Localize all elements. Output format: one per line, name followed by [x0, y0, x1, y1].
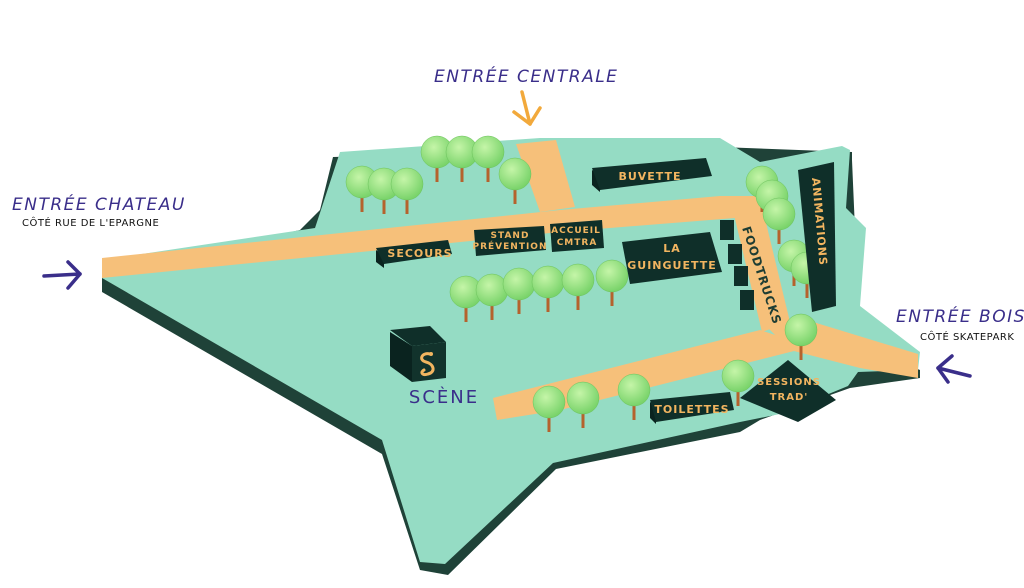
accueil-label-line1: ACCUEIL — [551, 226, 601, 236]
stand-prevention-building[interactable]: STAND PRÉVENTION — [473, 226, 548, 256]
animations-building[interactable]: ANIMATIONS — [798, 162, 836, 312]
tree-icon — [498, 157, 532, 204]
tree-icon — [617, 373, 651, 420]
tree-icon — [762, 197, 796, 244]
buvette-label: BUVETTE — [618, 170, 681, 183]
foodtruck-2 — [728, 244, 742, 264]
buildings: SECOURS STAND PRÉVENTION ACCUEIL CMTRA B… — [376, 158, 836, 424]
sessions-trad-building[interactable]: SESSIONS TRAD' — [740, 360, 836, 422]
path-foodtrucks — [730, 198, 790, 332]
snake-icon — [420, 352, 435, 376]
secours-building[interactable]: SECOURS — [376, 240, 453, 268]
foodtruck-1 — [720, 220, 734, 240]
entrance-chateau[interactable]: ENTRÉE CHATEAU CÔTÉ RUE DE L'EPARGNE — [12, 193, 186, 290]
sessions-trad-label-line2: TRAD' — [770, 392, 809, 403]
accueil-building[interactable]: ACCUEIL CMTRA — [550, 220, 604, 252]
tree-icon — [532, 385, 566, 432]
entrance-bois[interactable]: ENTRÉE BOIS CÔTÉ SKATEPARK — [896, 305, 1024, 384]
path-main — [102, 196, 760, 278]
entrance-bois-subtitle: CÔTÉ SKATEPARK — [920, 330, 1014, 343]
secours-label: SECOURS — [387, 247, 452, 260]
trees — [345, 135, 824, 432]
tree-icon — [566, 381, 600, 428]
tree-icon — [561, 263, 595, 310]
buvette-building[interactable]: BUVETTE — [592, 158, 712, 192]
foodtruck-3 — [734, 266, 748, 286]
entrance-bois-title: ENTRÉE BOIS — [896, 305, 1024, 327]
guinguette-label-line2: GUINGUETTE — [627, 259, 717, 272]
scene-label: SCÈNE — [409, 386, 479, 408]
entrance-chateau-subtitle: CÔTÉ RUE DE L'EPARGNE — [22, 216, 159, 229]
arrow-icon — [512, 90, 542, 126]
tree-icon — [471, 135, 505, 182]
tree-icon — [595, 259, 629, 306]
guinguette-building[interactable]: LA GUINGUETTE — [622, 232, 722, 284]
sessions-trad-label-line1: SESSIONS — [757, 377, 821, 388]
tree-icon — [390, 167, 424, 214]
stand-prevention-label-line2: PRÉVENTION — [473, 240, 548, 252]
tree-icon — [445, 135, 479, 182]
entrance-centrale-title: ENTRÉE CENTRALE — [434, 65, 618, 87]
scene-building[interactable]: SCÈNE — [390, 326, 479, 408]
toilettes-building[interactable]: TOILETTES — [650, 392, 734, 424]
arrow-icon — [42, 260, 82, 290]
entrance-chateau-title: ENTRÉE CHATEAU — [12, 193, 186, 215]
tree-icon — [721, 359, 755, 406]
toilettes-label: TOILETTES — [654, 403, 729, 416]
entrance-centrale[interactable]: ENTRÉE CENTRALE — [434, 65, 618, 126]
arrow-icon — [936, 354, 972, 384]
accueil-label-line2: CMTRA — [557, 238, 598, 248]
foodtruck-4 — [740, 290, 754, 310]
guinguette-label-line1: LA — [663, 242, 681, 255]
stand-prevention-label-line1: STAND — [491, 231, 530, 241]
tree-icon — [784, 313, 818, 360]
paths — [102, 140, 918, 420]
path-central — [516, 140, 575, 212]
